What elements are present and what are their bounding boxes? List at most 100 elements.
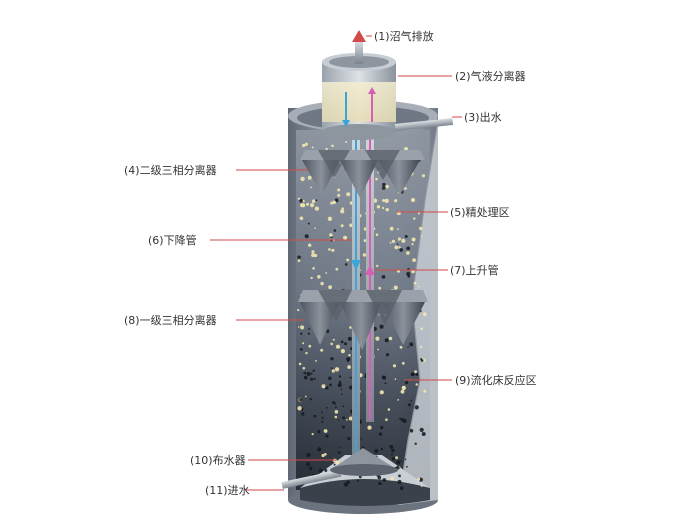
gas-bubble [302, 342, 305, 345]
sludge-granule [300, 348, 303, 351]
gas-bubble [332, 338, 335, 341]
label-outlet: (3)出水 [464, 110, 502, 124]
sludge-granule [308, 466, 313, 471]
sludge-granule [307, 332, 310, 335]
sludge-granule [325, 386, 329, 390]
gas-bubble [328, 248, 331, 251]
gas-bubble [404, 187, 407, 190]
sludge-granule [404, 235, 408, 238]
sludge-granule [410, 399, 413, 402]
gas-bubble [411, 243, 414, 246]
gas-bubble [331, 248, 335, 252]
water-distributor [330, 448, 398, 476]
gas-bubble [308, 243, 312, 247]
sludge-granule [337, 419, 340, 422]
sludge-granule [301, 412, 305, 416]
gas-bubble [397, 228, 399, 231]
gas-bubble [395, 456, 398, 460]
sludge-granule [406, 271, 411, 276]
gas-bubble [340, 209, 345, 214]
gas-bubble [335, 460, 340, 465]
sludge-granule [407, 274, 411, 278]
gas-bubble [346, 258, 350, 262]
gas-bubble [387, 408, 391, 411]
gas-bubble [398, 239, 400, 241]
label-fluidized-bed-zone: (9)流化床反应区 [455, 373, 537, 387]
gas-bubble [321, 453, 325, 458]
gas-bubble [347, 365, 351, 369]
gas-bubble [401, 238, 406, 243]
gas-bubble [334, 410, 339, 414]
gas-bubble [421, 174, 426, 178]
sludge-granule [308, 328, 310, 330]
sludge-granule [303, 371, 307, 375]
gas-bubble [415, 383, 418, 386]
sludge-granule [321, 420, 324, 423]
gas-bubble [401, 361, 405, 365]
label-gas-liquid-separator: (2)气液分离器 [455, 69, 526, 83]
sludge-granule [342, 405, 344, 408]
sludge-granule [305, 462, 311, 467]
sludge-granule [360, 437, 363, 440]
gas-bubble [324, 453, 327, 456]
gas-bubble [385, 208, 389, 212]
gas-bubble [376, 205, 381, 209]
sludge-granule [343, 482, 349, 487]
gas-bubble [300, 203, 305, 208]
sludge-granule [310, 372, 313, 375]
sludge-granule [310, 377, 314, 381]
gas-bubble [412, 258, 416, 262]
gas-bubble [399, 345, 403, 349]
gas-bubble [337, 193, 341, 197]
gas-bubble [413, 281, 417, 285]
sludge-granule [349, 376, 352, 379]
sludge-granule [379, 324, 384, 329]
gas-bubble [381, 206, 385, 210]
sludge-granule [330, 357, 334, 361]
sludge-granule [333, 229, 337, 232]
gas-bubble [345, 141, 348, 143]
gas-bubble [417, 212, 421, 215]
gas-bubble [385, 418, 388, 422]
gas-bubble [420, 345, 423, 349]
gas-bubble [330, 342, 334, 346]
gas-bubble [335, 267, 339, 271]
gas-bubble [420, 485, 423, 487]
sludge-granule [317, 447, 322, 452]
sludge-granule [312, 369, 315, 372]
gas-bubble [311, 250, 315, 254]
gas-bubble [327, 216, 333, 221]
gas-bubble [422, 312, 427, 317]
gas-bubble [334, 415, 338, 419]
gas-bubble [331, 369, 335, 373]
gas-bubble [325, 272, 328, 274]
gas-bubble [340, 349, 345, 354]
gas-bubble [394, 199, 398, 203]
sludge-granule [326, 406, 328, 409]
sludge-granule [380, 425, 384, 430]
gas-bubble [398, 246, 401, 249]
label-inlet: (11)进水 [205, 484, 250, 497]
sludge-granule [340, 388, 343, 391]
sludge-granule [333, 463, 336, 466]
sludge-granule [303, 375, 308, 380]
gas-bubble [312, 267, 315, 270]
gas-bubble [314, 227, 316, 229]
sludge-granule [334, 402, 336, 405]
gas-bubble [392, 364, 397, 368]
gas-bubble [367, 425, 372, 430]
gas-exhaust-pipe [352, 30, 366, 64]
gas-bubble [414, 370, 417, 373]
gas-bubble [305, 351, 308, 355]
sludge-granule [297, 255, 301, 259]
sludge-granule [347, 436, 351, 441]
sludge-granule [406, 465, 408, 468]
gas-bubble [307, 175, 312, 180]
sludge-granule [420, 358, 423, 360]
gas-bubble [375, 336, 380, 341]
gas-bubble [297, 406, 302, 411]
sludge-granule [389, 444, 394, 449]
gas-bubble [349, 326, 352, 329]
sludge-granule [396, 243, 399, 245]
